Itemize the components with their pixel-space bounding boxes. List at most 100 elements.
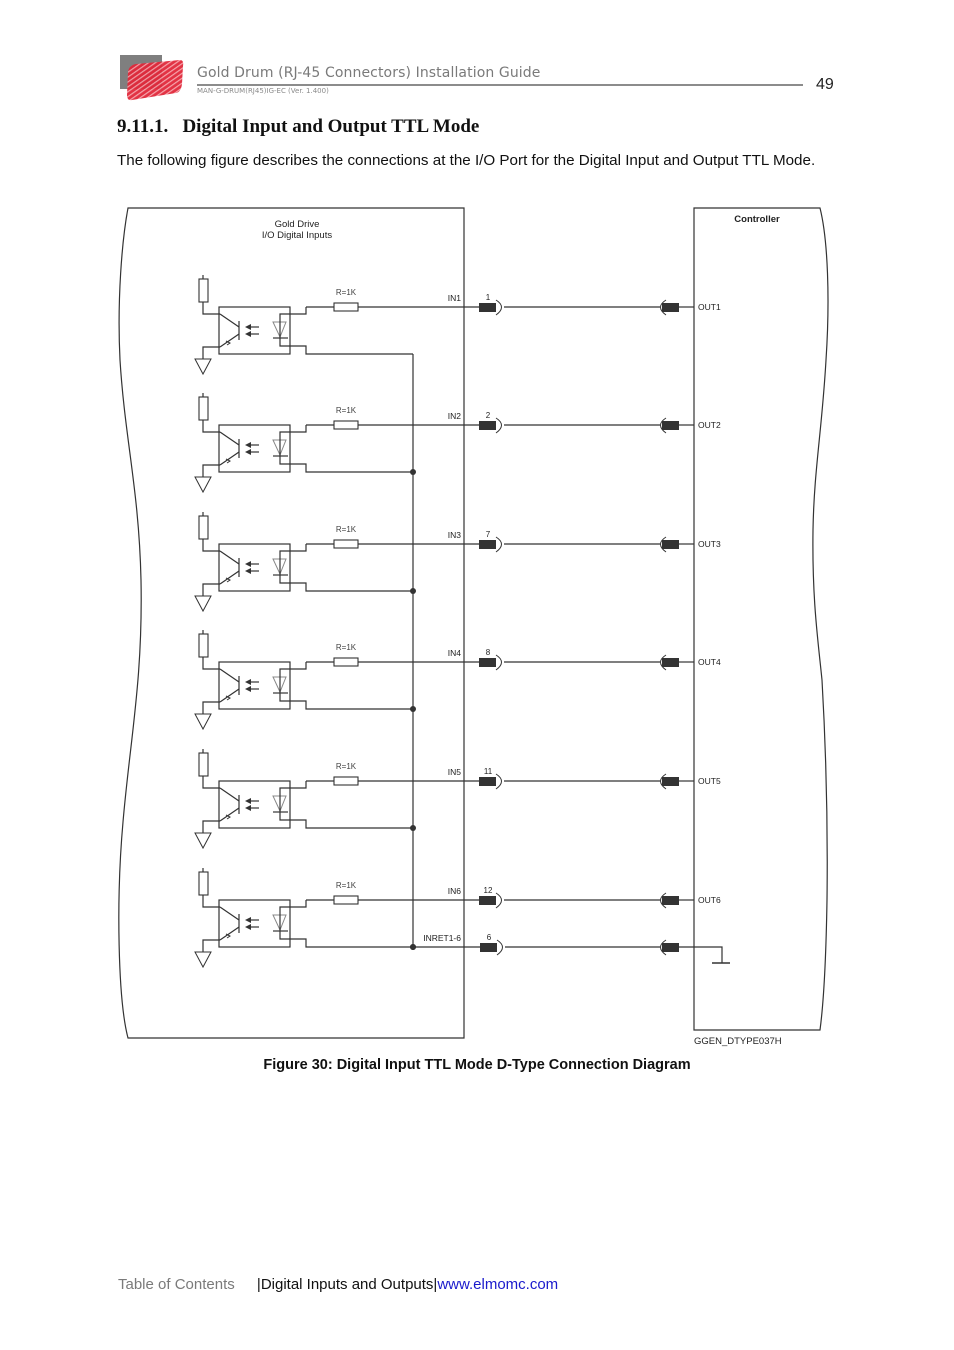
phototransistor-emitter	[219, 926, 240, 941]
output-label: OUT4	[698, 657, 721, 667]
drive-block-title-line2: I/O Digital Inputs	[262, 230, 332, 241]
phototransistor-emitter	[219, 570, 240, 585]
emitter-wire	[202, 939, 220, 952]
optocoupler-box	[218, 780, 291, 829]
pin-plug	[479, 303, 496, 312]
pullup-wire	[202, 895, 220, 908]
junction-dot	[410, 706, 416, 712]
pin-number: 2	[486, 411, 491, 420]
pin-socket	[495, 654, 502, 671]
optocoupler-box	[218, 424, 291, 473]
website-link[interactable]: www.elmomc.com	[437, 1276, 559, 1293]
resistor-label: R=1K	[336, 406, 357, 415]
input-label: IN5	[448, 767, 462, 777]
series-resistor	[333, 657, 359, 667]
section-heading: 9.11.1. Digital Input and Output TTL Mod…	[117, 116, 480, 137]
pin-plug	[480, 943, 497, 952]
phototransistor-emitter	[219, 688, 240, 703]
controller-socket	[660, 654, 667, 671]
led-wiring	[279, 781, 413, 829]
light-arrow-head	[245, 442, 251, 448]
light-arrow-head	[245, 686, 251, 692]
controller-plug	[662, 896, 679, 905]
pullup-resistor	[198, 752, 209, 777]
controller-socket	[660, 417, 667, 434]
pin-number: 11	[484, 767, 493, 776]
pullup-resistor	[198, 278, 209, 303]
optocoupler-box	[218, 543, 291, 592]
emitter-arrow	[225, 695, 231, 701]
output-label: OUT1	[698, 302, 721, 312]
phototransistor-emitter	[219, 807, 240, 822]
pin-socket	[496, 939, 503, 956]
controller-plug	[662, 303, 679, 312]
led-wiring	[279, 900, 413, 948]
ground-icon	[194, 713, 212, 731]
pullup-resistor	[198, 515, 209, 540]
pin-number: 8	[486, 648, 491, 657]
phototransistor-emitter	[219, 451, 240, 466]
phototransistor-collector	[219, 550, 240, 565]
optocoupler-box	[218, 899, 291, 948]
resistor-label: R=1K	[336, 525, 357, 534]
pullup-resistor	[198, 871, 209, 896]
header: Gold Drum (RJ-45 Connectors) Installatio…	[0, 0, 954, 110]
emitter-wire	[202, 701, 220, 714]
output-label: OUT5	[698, 776, 721, 786]
series-resistor	[333, 420, 359, 430]
light-arrow-head	[245, 917, 251, 923]
light-arrow-head	[245, 924, 251, 930]
led-wiring	[279, 425, 413, 473]
light-arrow-head	[245, 331, 251, 337]
input-label: IN2	[448, 411, 462, 421]
light-arrow-head	[245, 449, 251, 455]
junction-dot	[410, 944, 416, 950]
elmo-logo-icon	[120, 55, 184, 101]
document-version: MAN-G-DRUM(RJ45)IG-EC (Ver. 1.400)	[197, 87, 329, 95]
input-label: IN6	[448, 886, 462, 896]
controller-plug	[662, 777, 679, 786]
emitter-arrow	[225, 577, 231, 583]
resistor-label: R=1K	[336, 643, 357, 652]
pin-plug	[479, 777, 496, 786]
light-arrow-head	[245, 324, 251, 330]
return-line-label: INRET1-6	[423, 933, 461, 943]
ground-icon	[194, 476, 212, 494]
figure-caption: Figure 30: Digital Input TTL Mode D-Type…	[263, 1057, 691, 1073]
pin-socket	[495, 299, 502, 316]
input-label: IN3	[448, 530, 462, 540]
drawing-id: GGEN_DTYPE037H	[694, 1036, 782, 1047]
controller-socket	[660, 536, 667, 553]
controller-plug	[662, 540, 679, 549]
emitter-arrow	[225, 933, 231, 939]
controller-socket	[660, 939, 667, 956]
light-arrow-head	[245, 679, 251, 685]
optocoupler-box	[218, 661, 291, 710]
emitter-wire	[202, 820, 220, 833]
series-resistor	[333, 302, 359, 312]
emitter-arrow	[225, 340, 231, 346]
ground-wire	[679, 946, 723, 963]
input-label: IN1	[448, 293, 462, 303]
led-wiring	[279, 662, 413, 710]
emitter-arrow	[225, 814, 231, 820]
drive-block-title-line1: Gold Drive	[275, 219, 320, 230]
pin-socket	[495, 773, 502, 790]
input-label: IN4	[448, 648, 462, 658]
junction-dot	[410, 825, 416, 831]
controller-block-outline	[693, 207, 829, 1031]
led-wiring	[279, 544, 413, 592]
pullup-wire	[202, 657, 220, 670]
table-of-contents-link[interactable]: Table of Contents	[118, 1276, 235, 1293]
phototransistor-collector	[219, 906, 240, 921]
controller-plug	[662, 943, 679, 952]
series-resistor	[333, 895, 359, 905]
emitter-wire	[202, 583, 220, 596]
footer-section-label: |Digital Inputs and Outputs|	[256, 1276, 438, 1293]
light-arrow-head	[245, 568, 251, 574]
pin-plug	[479, 658, 496, 667]
pin-socket	[495, 536, 502, 553]
